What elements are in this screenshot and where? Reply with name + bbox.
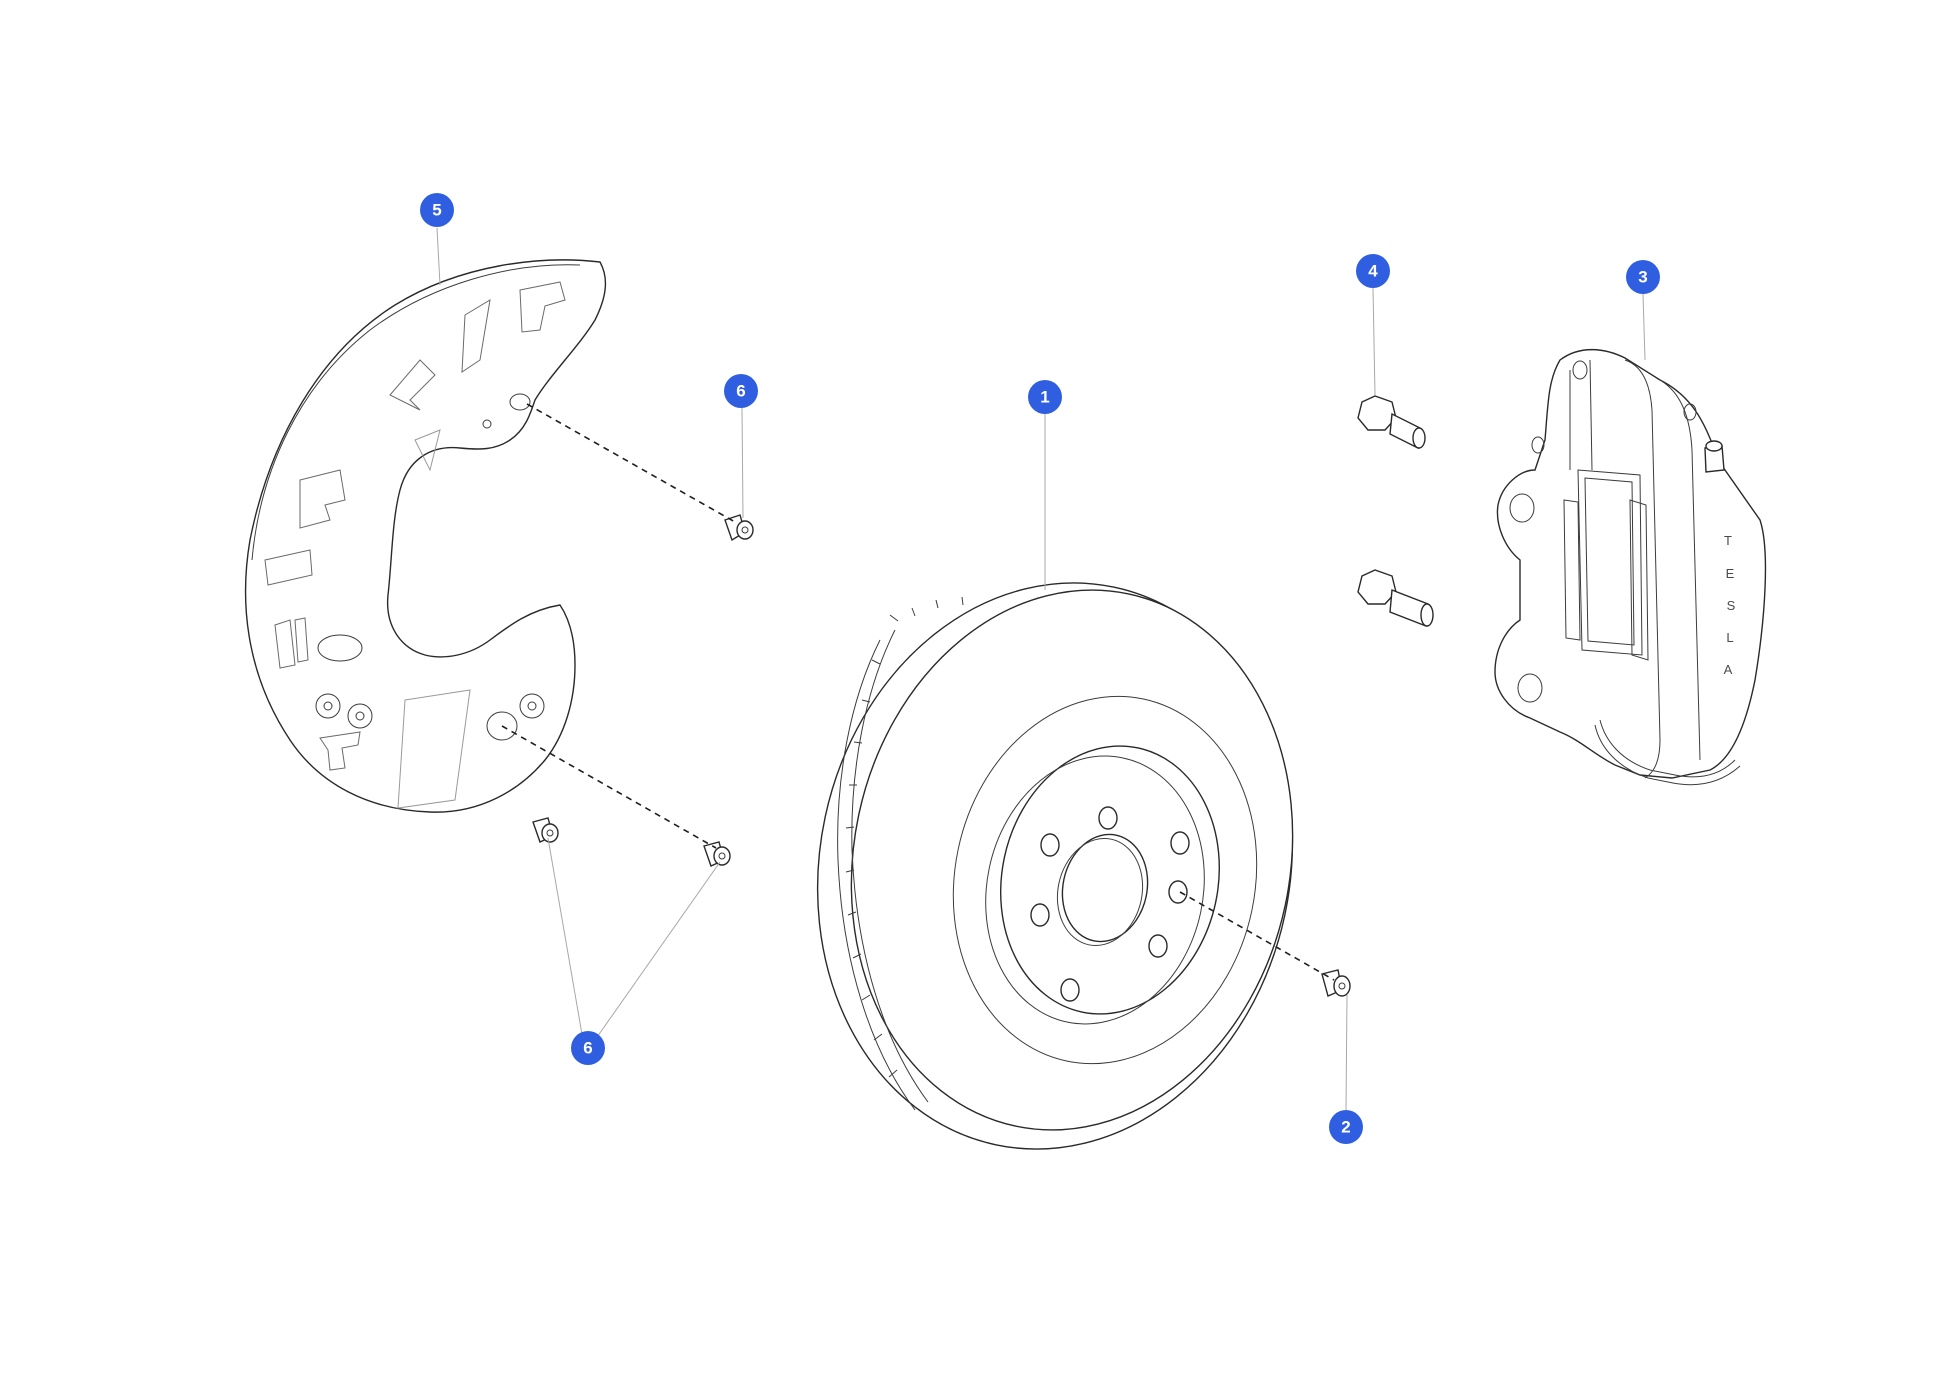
callout-6-upper-label: 6 xyxy=(736,382,745,401)
callout-4-label: 4 xyxy=(1368,262,1378,281)
callout-6-lower[interactable]: 6 xyxy=(571,1031,605,1065)
dust-shield-bolt-lower-left xyxy=(532,817,559,843)
assembly-line-upper-bolt xyxy=(526,403,736,523)
leader-2 xyxy=(1345,994,1348,1111)
leader-4 xyxy=(1372,287,1376,396)
callout-1[interactable]: 1 xyxy=(1028,380,1062,414)
callout-6-lower-circle xyxy=(571,1031,605,1065)
caliper-logo-letter-5: A xyxy=(1724,662,1733,677)
leader-5 xyxy=(436,227,441,286)
rotor-retaining-screw xyxy=(1321,969,1351,997)
callout-3-circle xyxy=(1626,260,1660,294)
leader-lines xyxy=(436,227,1646,1111)
callout-2-circle xyxy=(1329,1110,1363,1144)
caliper-logo: T E S L A xyxy=(1724,533,1736,677)
caliper-bolt-lower xyxy=(1357,569,1434,627)
caliper-logo-letter-4: L xyxy=(1726,630,1733,645)
callout-6-lower-label: 6 xyxy=(583,1039,592,1058)
callout-1-circle xyxy=(1028,380,1062,414)
callout-5-circle xyxy=(420,193,454,227)
rotor-vents xyxy=(845,596,964,1078)
callout-6-upper[interactable]: 6 xyxy=(724,374,758,408)
callout-1-label: 1 xyxy=(1040,388,1049,407)
assembly-lines xyxy=(501,403,1335,981)
callout-5[interactable]: 5 xyxy=(420,193,454,227)
callout-6-upper-circle xyxy=(724,374,758,408)
caliper-logo-letter-3: S xyxy=(1727,598,1736,613)
leader-6-lower-a xyxy=(547,837,584,1041)
leader-6-upper xyxy=(741,407,744,519)
dust-shield-bolt-upper xyxy=(724,514,754,542)
callout-4[interactable]: 4 xyxy=(1356,254,1390,288)
caliper-bolt-upper xyxy=(1357,395,1426,450)
dust-shield-bolt-lower-right xyxy=(703,841,731,867)
assembly-line-rotor-screw xyxy=(1179,891,1335,981)
leader-6-lower-b xyxy=(594,861,721,1041)
caliper-logo-letter-2: E xyxy=(1726,566,1735,581)
brake-rotor xyxy=(816,582,1294,1150)
callout-3[interactable]: 3 xyxy=(1626,260,1660,294)
callout-2-label: 2 xyxy=(1341,1118,1350,1137)
callout-5-label: 5 xyxy=(432,201,441,220)
caliper-logo-letter-1: T xyxy=(1724,533,1732,548)
dust-shield xyxy=(244,259,607,813)
callout-4-circle xyxy=(1356,254,1390,288)
leader-3 xyxy=(1642,293,1646,361)
callout-2[interactable]: 2 xyxy=(1329,1110,1363,1144)
brake-caliper: T E S L A xyxy=(1494,349,1767,786)
assembly-line-lower-bolt xyxy=(501,725,717,849)
callout-3-label: 3 xyxy=(1638,268,1647,287)
